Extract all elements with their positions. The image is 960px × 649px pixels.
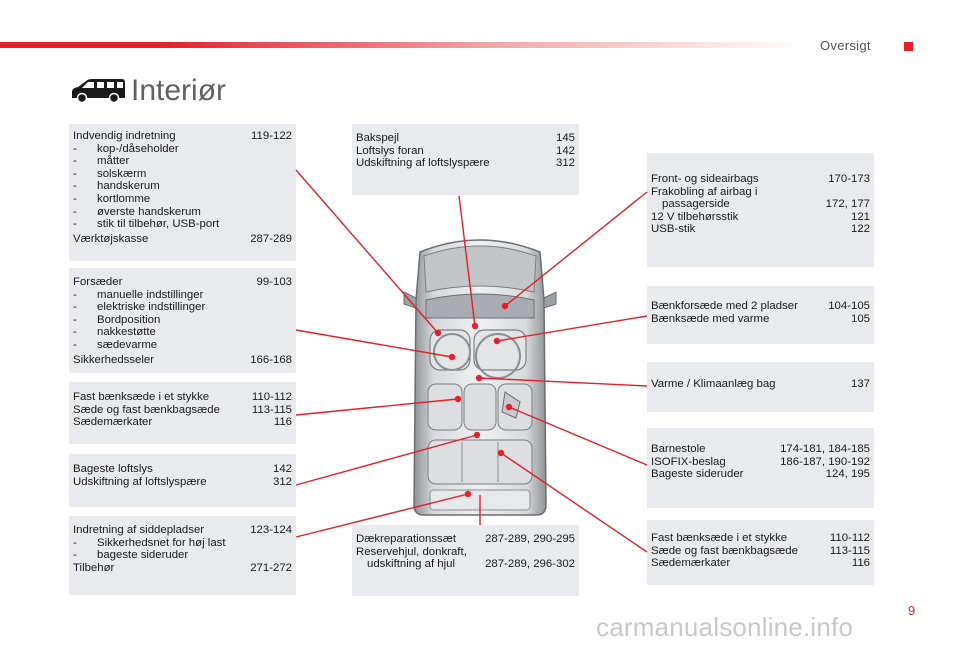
watermark: carmanualsonline.info [596,612,854,642]
page-ref: 271-272 [250,561,292,574]
list-item: -handskerum [73,180,160,193]
list-item: -stik til tilbehør, USB-port [73,218,220,231]
list-item: -måtter [73,155,130,168]
page-number: 9 [908,603,916,618]
box-seating-arrangement: Indretning af siddepladser 123-124 -Sikke… [69,516,296,595]
van-icon [72,79,125,104]
list-item: -Sikkerhedsnet for høj last [73,536,226,549]
list-item: -øverste handskerum [73,205,201,218]
box-title: Forsæder [73,276,123,288]
list-item: -sædevarme [73,338,158,351]
list-item: -kop-/dåseholder [73,142,179,155]
list-item: -Bordposition [73,313,161,326]
box-footer: Sikkerhedsseler [73,353,155,366]
page-ref: 166-168 [250,353,292,366]
list-item: -nakkestøtte [73,326,156,339]
page-title: Interiør [131,74,227,107]
list-item: -manuelle indstillinger [73,288,204,301]
box-footer: Tilbehør [73,561,115,574]
section-label: Oversigt [820,38,871,53]
page-ref: 123-124 [250,524,292,536]
box-footer: Værktøjskasse [73,232,149,245]
list-item: -elektriske indstillinger [73,301,206,314]
box-title: Indretning af siddepladser [73,524,205,536]
page-ref: 99-103 [256,276,292,288]
list-item: -kortlomme [73,192,151,205]
list-item: -solskærm [73,167,147,180]
page-ref: 287-289 [250,232,292,245]
section-marker [904,42,913,51]
header-accent-bar [0,42,806,48]
page-ref: 119-122 [251,130,292,142]
list-item: -bageste sideruder [73,549,189,562]
list-item: Frakobling af airbag i [651,185,758,198]
box-title: Indvendig indretning [73,130,176,142]
box-front-seats: Forsæder 99-103 -manuelle indstillinger -… [69,268,296,373]
box-interior-fittings: Indvendig indretning 119-122 -kop-/dåseho… [69,124,296,261]
list-item: Reservehjul, donkraft, [356,545,467,558]
